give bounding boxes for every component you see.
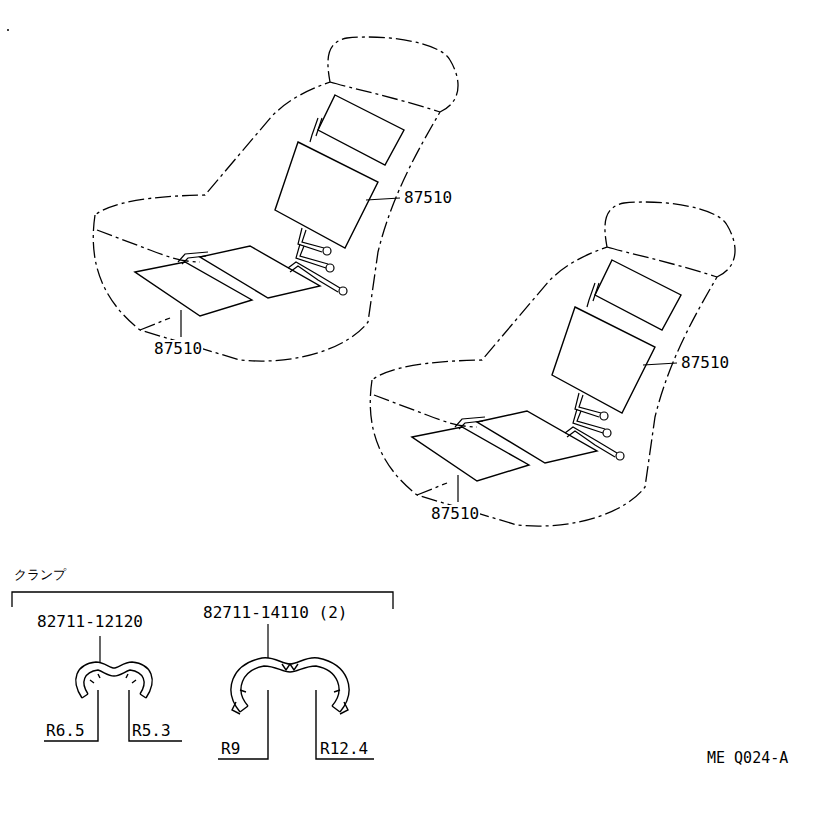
- part-number: 87510: [403, 189, 453, 207]
- leader-line: [99, 636, 100, 662]
- part-number: 87510: [153, 340, 203, 358]
- seat-drawing: [370, 202, 735, 526]
- dimension-label: R12.4: [319, 740, 369, 758]
- group-title: クランプ: [13, 568, 67, 582]
- clamp-drawing: [231, 658, 349, 714]
- clamp-drawing: [76, 662, 152, 698]
- part-number: 82711-14110 (2): [202, 604, 349, 622]
- dimension-label: R6.5: [45, 722, 86, 740]
- speck: [7, 29, 9, 31]
- dimension-leader: [44, 690, 374, 759]
- part-number: 82711-12120: [36, 613, 144, 631]
- drawing-code: ME Q024-A: [706, 750, 789, 767]
- seat-drawing: [93, 37, 458, 361]
- dimension-label: R9: [220, 740, 241, 758]
- part-number: 87510: [680, 354, 730, 372]
- dimension-label: R5.3: [131, 722, 172, 740]
- part-number: 87510: [430, 505, 480, 523]
- leader-line: [267, 624, 268, 658]
